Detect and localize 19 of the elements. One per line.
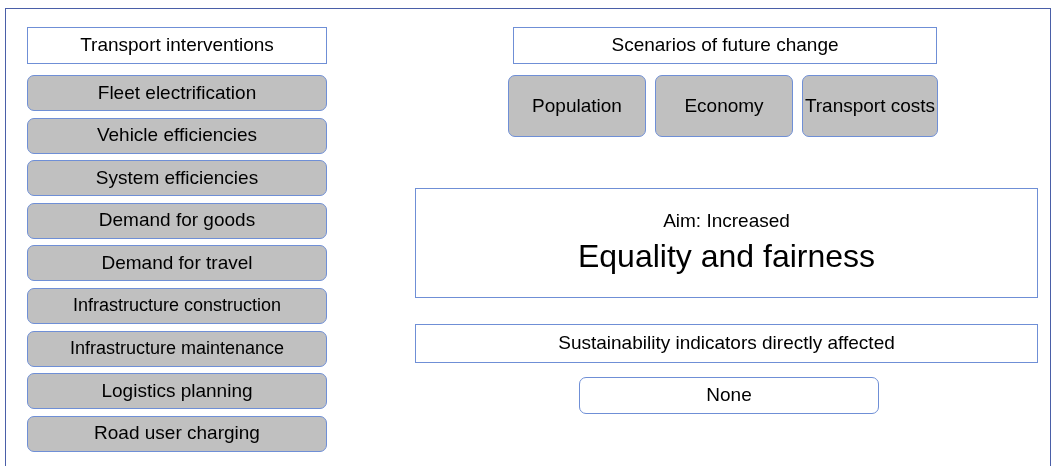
category-heading: Transport interventions (27, 27, 327, 64)
scenario-item: Population (508, 75, 646, 137)
scenario-item: Economy (655, 75, 793, 137)
intervention-item: System efficiencies (27, 160, 327, 197)
intervention-item: Demand for travel (27, 245, 327, 282)
intervention-item: Demand for goods (27, 202, 327, 239)
intervention-item: Fleet electrification (27, 75, 327, 111)
intervention-item: Logistics planning (27, 373, 327, 410)
scenario-item: Transport costs (802, 75, 938, 137)
intervention-item: Infrastructure construction (27, 288, 327, 324)
intervention-item: Vehicle efficiencies (27, 117, 327, 154)
indicator-heading: Sustainability indicators directly affected (415, 324, 1038, 363)
intervention-item: Road user charging (27, 415, 327, 452)
intervention-item: Infrastructure maintenance (27, 330, 327, 367)
aim-label: Aim: Increased (663, 210, 790, 234)
aim-title: Equality and fairness (577, 237, 876, 276)
aim-panel (415, 188, 1038, 298)
category-heading: Scenarios of future change (513, 27, 937, 64)
indicator-value: None (579, 377, 879, 414)
